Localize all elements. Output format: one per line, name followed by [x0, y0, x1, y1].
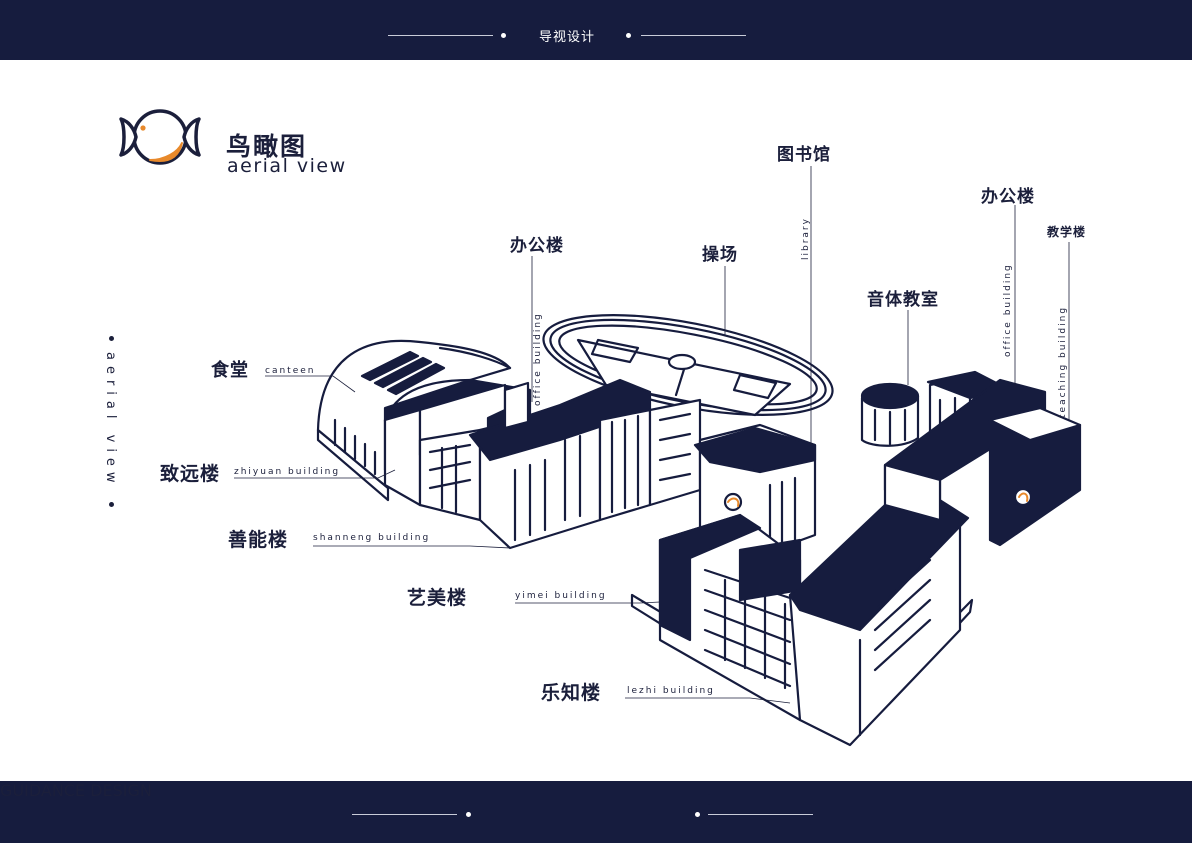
footer-band	[0, 781, 1192, 843]
canteen-building	[316, 339, 512, 502]
label-office-right-en: office building	[1003, 263, 1013, 357]
header-band: 导视设计	[0, 0, 1192, 60]
label-zhiyuan-zh: 致远楼	[160, 463, 221, 485]
label-zhiyuan-en: zhiyuan building	[234, 467, 341, 477]
music-room-building	[860, 382, 920, 447]
label-playground-zh: 操场	[702, 245, 738, 265]
label-teaching-en: teaching building	[1058, 305, 1068, 418]
side-vertical-caption: aerial view	[100, 336, 124, 516]
header-title: 导视设计	[539, 30, 596, 45]
label-canteen-en: canteen	[265, 366, 316, 376]
header-dot-left	[501, 33, 506, 38]
label-shanneng-en: shanneng building	[313, 533, 431, 543]
footer-line-right	[708, 814, 813, 815]
label-office-left-zh: 办公楼	[510, 236, 564, 256]
label-music-zh: 音体教室	[867, 290, 939, 310]
side-dot-top	[109, 336, 114, 341]
footer-dot-left	[466, 812, 471, 817]
label-yimei-zh: 艺美楼	[407, 587, 468, 609]
label-canteen-zh: 食堂	[211, 360, 249, 381]
label-lezhi-en: lezhi building	[627, 686, 715, 696]
label-teaching-zh: 教学楼	[1047, 225, 1087, 239]
fish-logo-icon	[119, 109, 201, 165]
zhiyuan-shanneng-block	[383, 378, 702, 550]
footer-title: GUIDANCE DESIGN	[0, 781, 152, 800]
label-lezhi-zh: 乐知楼	[541, 682, 602, 704]
footer-line-left	[352, 814, 457, 815]
label-library-zh: 图书馆	[777, 145, 831, 165]
playground-track	[542, 314, 834, 417]
side-dot-bottom	[109, 502, 114, 507]
page-subtitle: aerial view	[227, 155, 347, 177]
label-shanneng-zh: 善能楼	[228, 529, 289, 551]
page-title: 鸟瞰图	[226, 132, 308, 161]
yimei-lezhi-block	[630, 495, 974, 747]
header-dot-right	[626, 33, 631, 38]
header-line-right	[641, 35, 746, 36]
label-office-right-zh: 办公楼	[981, 187, 1035, 207]
label-yimei-en: yimei building	[515, 591, 607, 601]
label-office-left-en: office building	[533, 312, 543, 406]
header-line-left	[388, 35, 493, 36]
right-office-teaching-block	[883, 370, 1082, 547]
label-library-en: library	[801, 217, 811, 260]
footer-dot-right	[695, 812, 700, 817]
side-vertical-text: aerial view	[103, 352, 118, 489]
